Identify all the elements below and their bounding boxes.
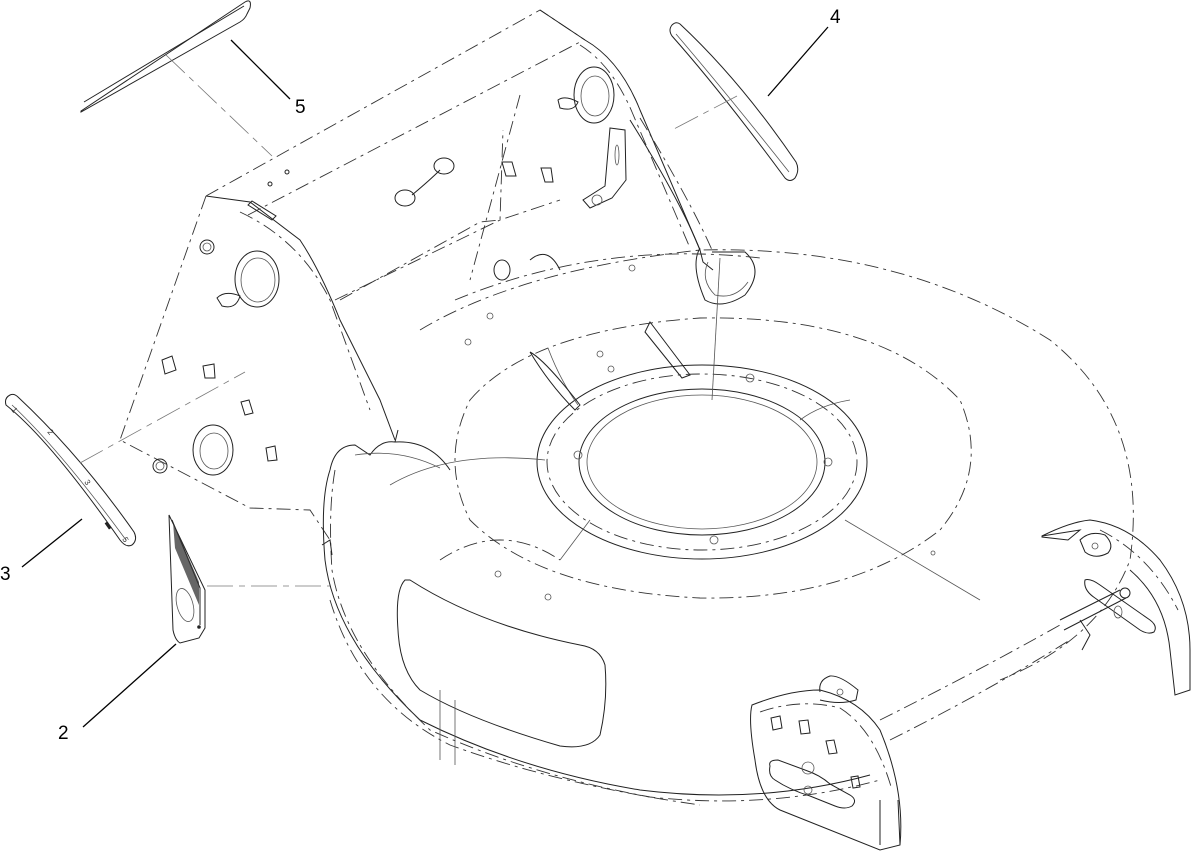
- decal-strip-3: 1 2 3 5: [5, 393, 137, 547]
- decal-label-2: [168, 514, 206, 644]
- right-handle-bracket-arm: [629, 117, 756, 305]
- callout-4: 4: [830, 7, 841, 28]
- left-handle-bracket: [119, 195, 396, 541]
- callout-3: 3: [0, 564, 11, 585]
- hoc-mark-1: 1: [9, 406, 19, 416]
- rear-housing: [205, 9, 701, 301]
- decal-strip-4: [669, 22, 799, 181]
- callout-5: 5: [295, 97, 306, 118]
- decal-strip-5: [80, 0, 251, 113]
- rear-wheel-bracket: [879, 519, 1191, 741]
- front-wheel-bracket: [750, 675, 902, 851]
- assembly-line-5: [165, 54, 273, 157]
- leader-line-2: [82, 643, 177, 728]
- callout-2: 2: [58, 723, 69, 744]
- assembly-line-4: [671, 95, 738, 131]
- assembly-line-3: [79, 371, 246, 464]
- leader-line-5: [230, 39, 291, 100]
- leader-line-3: [21, 518, 83, 568]
- mower-deck: [321, 249, 1134, 806]
- hoc-mark-3: 3: [82, 478, 92, 487]
- hoc-mark-2: 2: [45, 428, 55, 438]
- leader-line-4: [767, 26, 829, 97]
- hoc-mark-5: 5: [120, 536, 130, 545]
